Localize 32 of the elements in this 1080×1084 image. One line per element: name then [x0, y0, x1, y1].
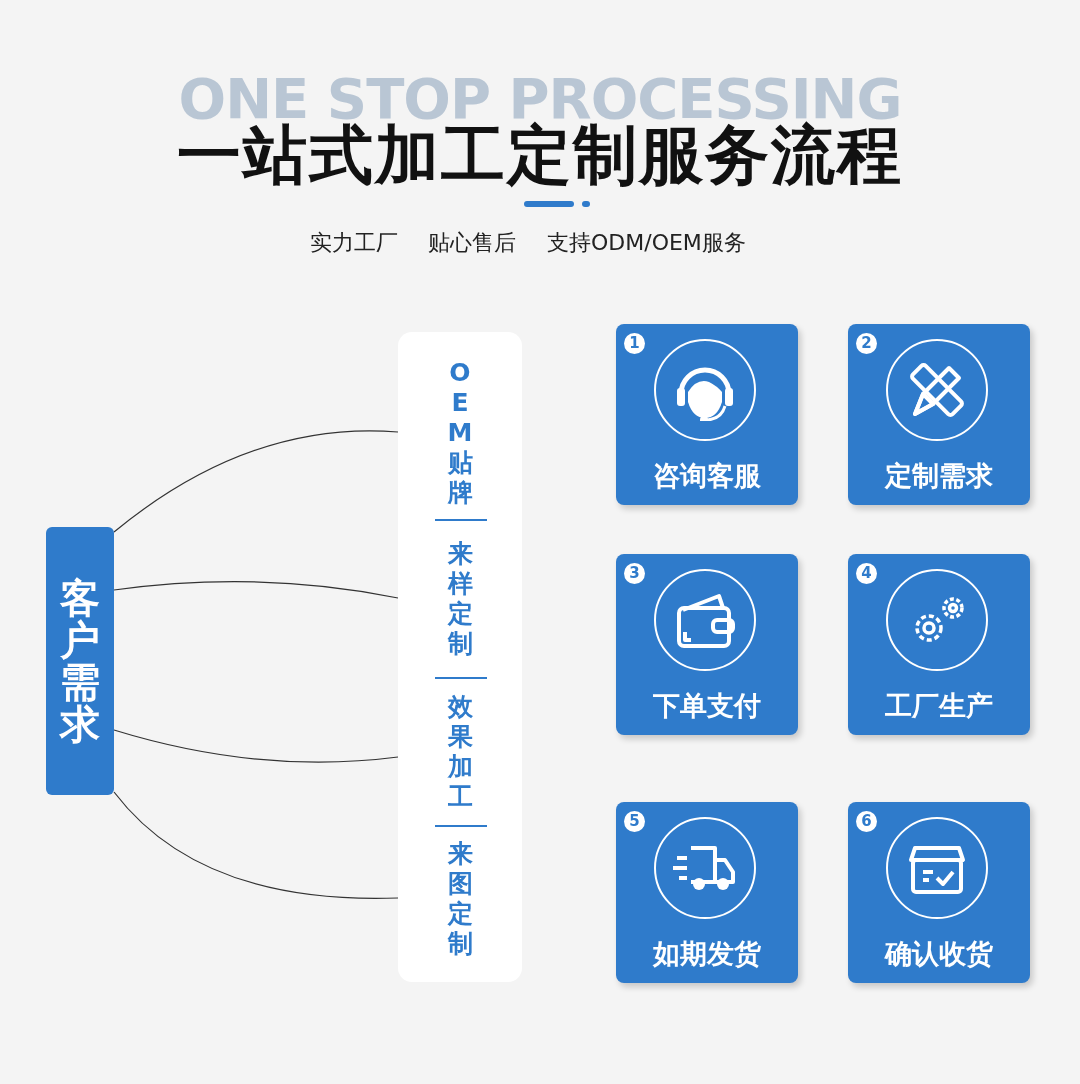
demand-box: [46, 527, 114, 795]
step-label: 咨询客服: [652, 459, 762, 493]
option-label: OEM贴牌: [447, 357, 473, 508]
step-number: 1: [624, 333, 645, 354]
connector-curve: [113, 791, 399, 899]
step-label: 定制需求: [883, 459, 994, 493]
connector-curve: [113, 729, 399, 763]
step-card: [848, 802, 1030, 983]
step-number: 5: [624, 811, 645, 832]
step-label: 确认收货: [883, 937, 994, 971]
step-label: 工厂生产: [884, 689, 994, 723]
step-card: [616, 554, 798, 735]
step-card: [616, 802, 798, 983]
step-card: [848, 324, 1030, 505]
subtitle: 支持ODM/OEM服务: [547, 229, 746, 257]
step-card: [848, 554, 1030, 735]
step-label: 下单支付: [652, 689, 762, 723]
step-number: 4: [856, 563, 877, 584]
option-panel: [398, 332, 522, 982]
connector-curve: [113, 581, 399, 599]
step-number: 6: [856, 811, 877, 832]
step-number: 3: [624, 563, 645, 584]
connector-curve: [113, 430, 399, 533]
step-label: 如期发货: [652, 937, 762, 971]
subtitle: 贴心售后: [428, 229, 516, 257]
option-label: 效果加工: [447, 692, 473, 812]
option-label: 来图定制: [447, 839, 473, 959]
option-label: 来样定制: [447, 539, 473, 659]
subtitle: 实力工厂: [310, 229, 398, 257]
demand-label: 客户需求: [60, 577, 100, 745]
step-card: [616, 324, 798, 505]
step-number: 2: [856, 333, 877, 354]
